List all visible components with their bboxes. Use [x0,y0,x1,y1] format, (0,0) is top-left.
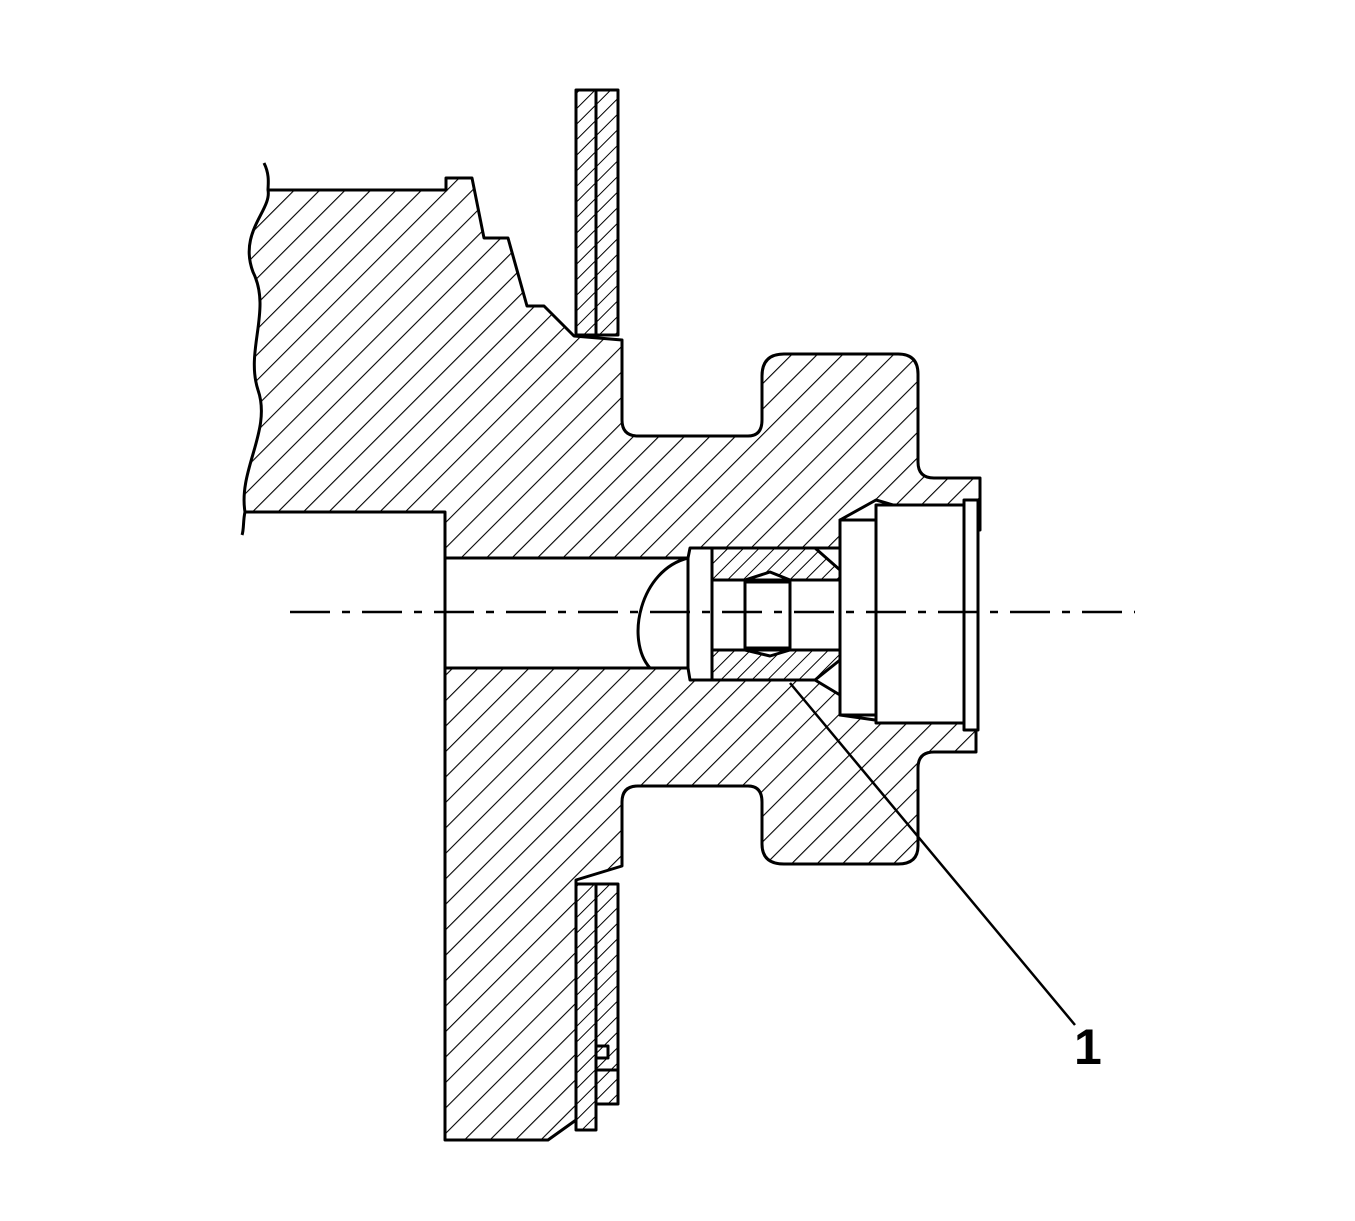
plate-lower-left [574,882,598,1132]
housing-upper-section [242,176,982,560]
callout-label-1: 1 [1074,1019,1102,1075]
bushing-inner-bore [743,580,792,650]
shaft-bore [443,556,690,670]
plate-upper-right [594,88,620,337]
plate-lower-step [594,1030,618,1072]
plug-lip [962,498,980,732]
break-line [262,162,270,191]
callout-leader-line [789,682,1076,1026]
bore-end-arc [636,556,689,669]
bushing-core [710,578,842,652]
housing-lower-section [443,666,978,1142]
plate-lower-right [594,882,620,1106]
plug-ring [838,518,880,717]
plate-upper-left [574,88,598,337]
bushing-lower [710,648,842,682]
break-line-lower [240,511,247,536]
plug-body [874,503,968,725]
bushing-upper [710,546,842,582]
